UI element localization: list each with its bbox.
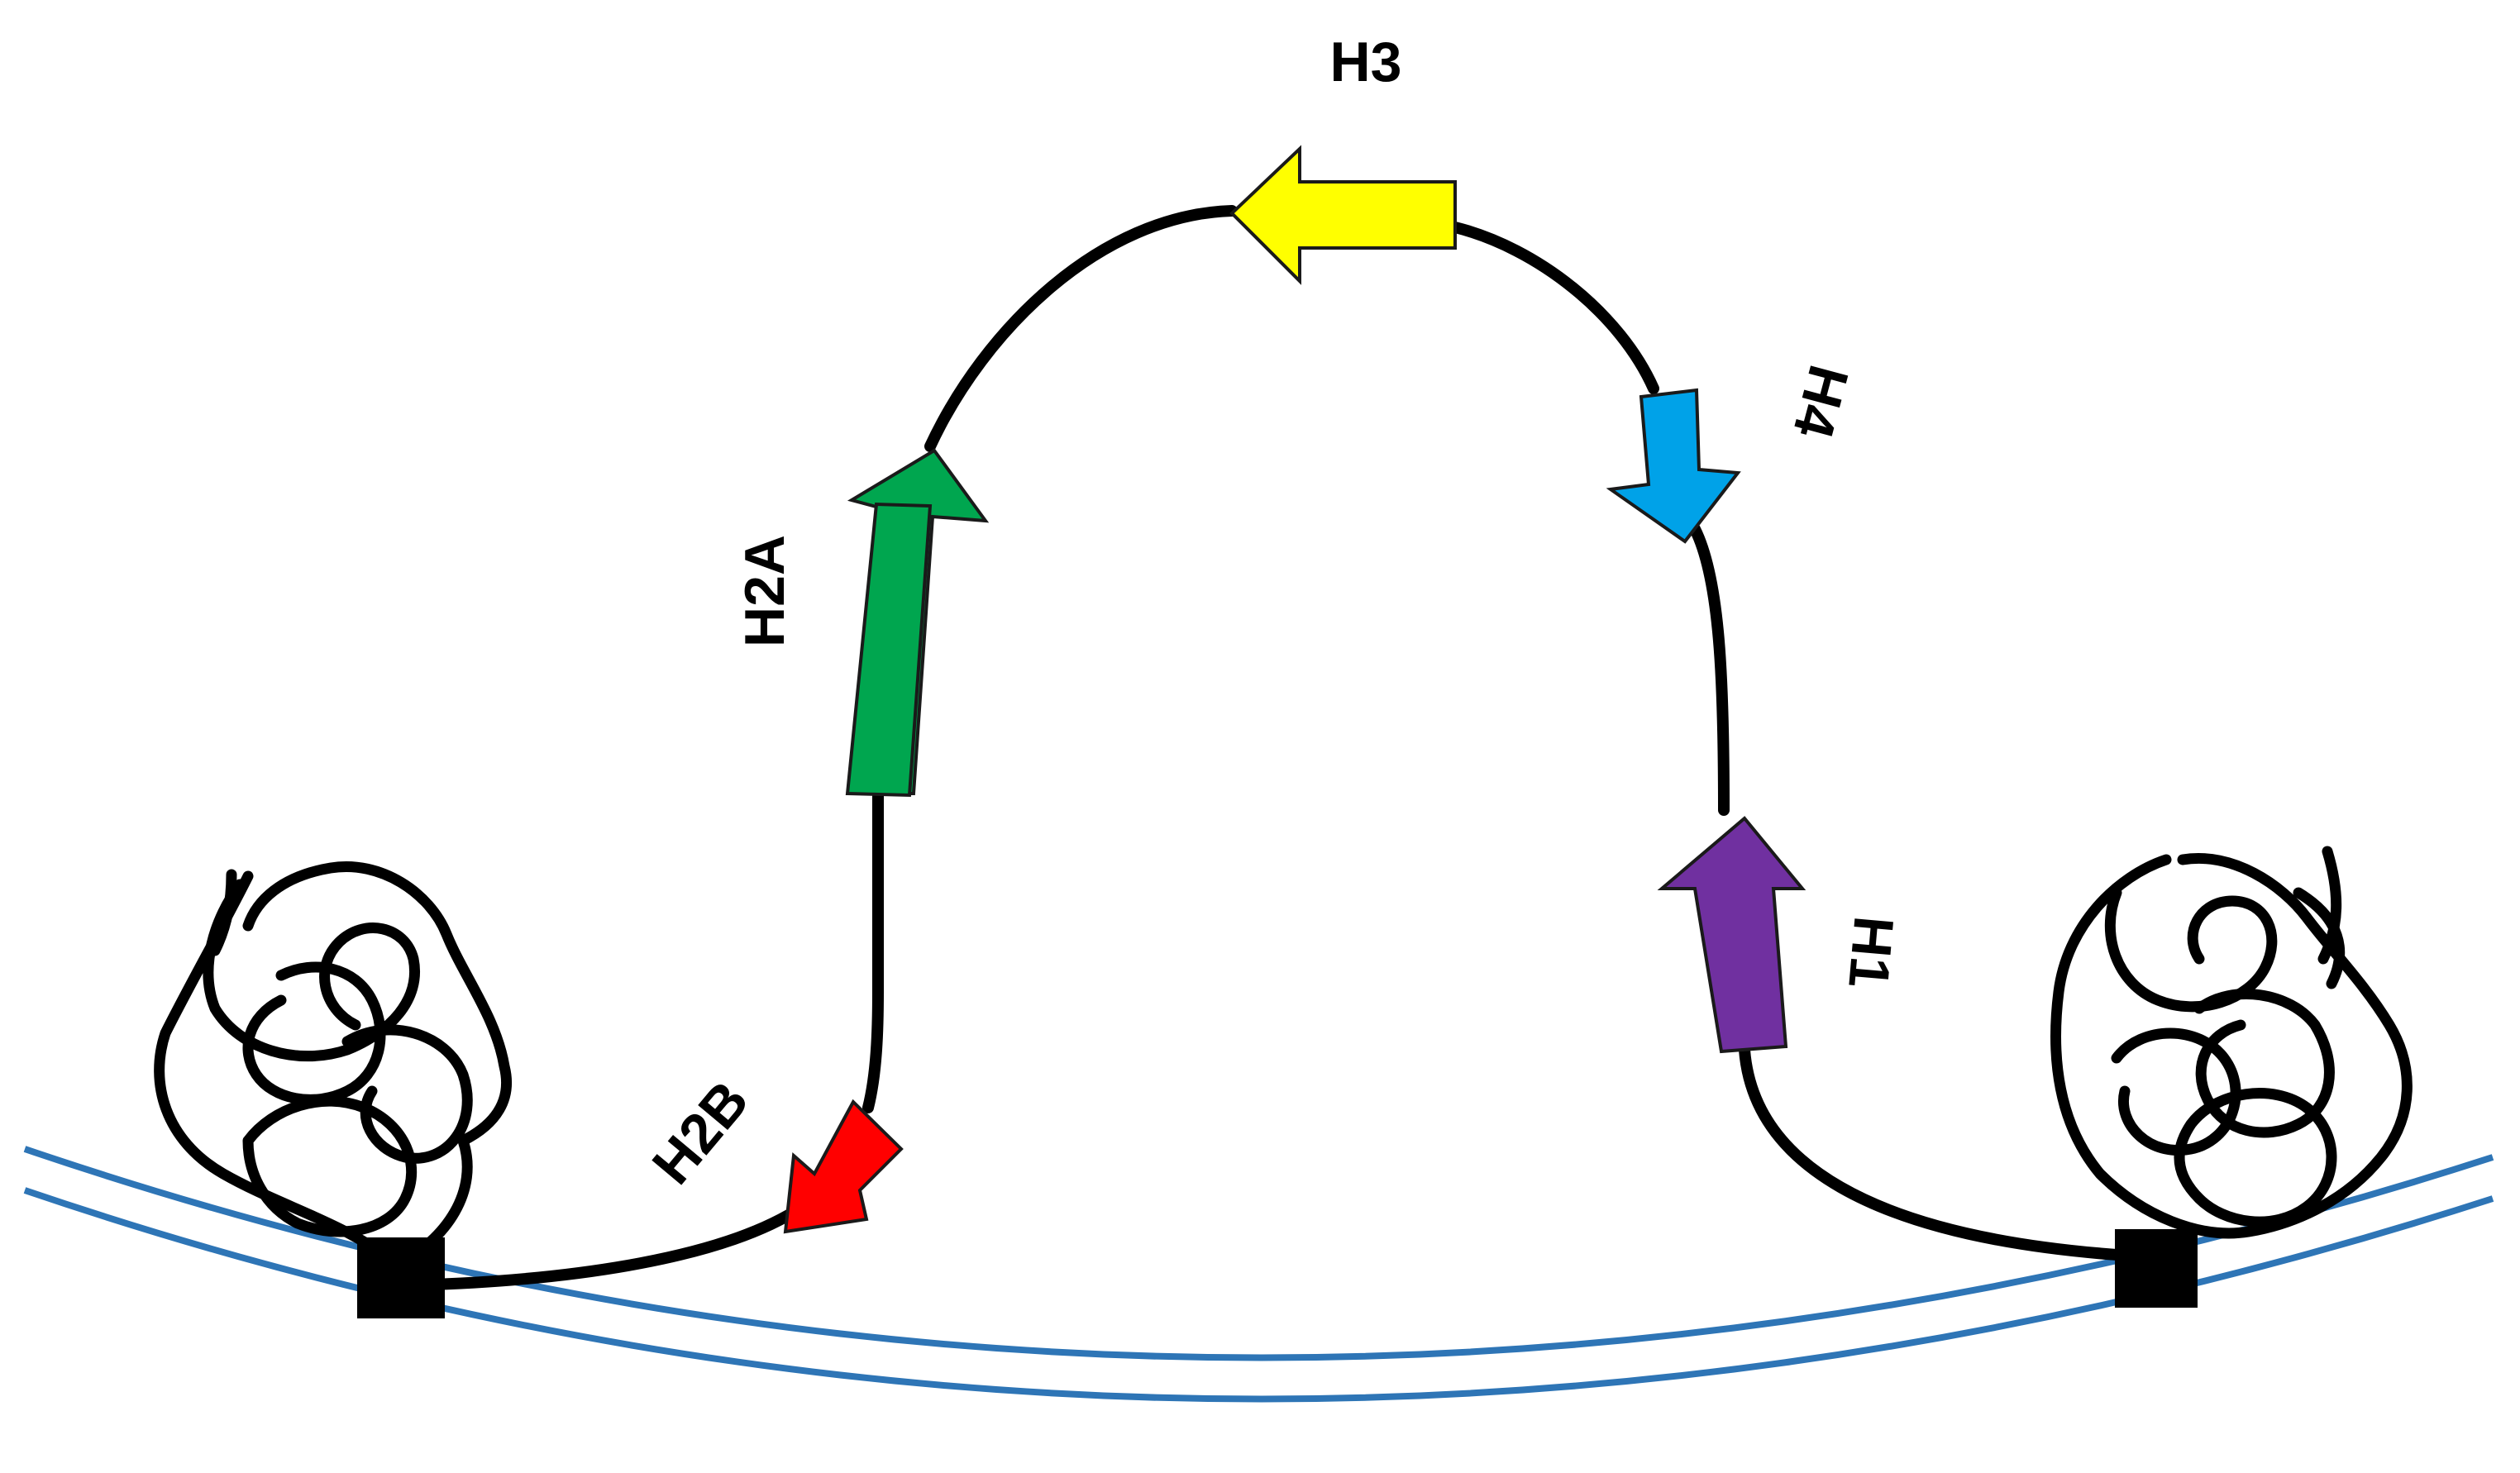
h4-gene-label: H4: [1781, 359, 1860, 445]
right-chromatin-coil: [2050, 846, 2413, 1239]
h3-gene-label: H3: [1330, 31, 1402, 93]
left-coil-tail: [209, 869, 237, 956]
h2b-gene-label: H2B: [641, 1070, 761, 1196]
h2a-gene-label: H2A: [733, 535, 796, 647]
right-coil-strand-inner-a: [2104, 887, 2278, 1013]
dna-loop-segment-right-base: [1739, 1044, 2147, 1262]
left-coil-strand-inner-d: [341, 1024, 473, 1164]
dna-loop-segment-h2b-to-h2a: [862, 779, 884, 1113]
h2b-gene-arrow: [783, 1099, 904, 1234]
dna-loop: [399, 205, 2147, 1291]
dna-loop-segment-left-base: [399, 1201, 808, 1291]
dna-loop-segment-h4-to-h1: [1689, 523, 1730, 816]
h3-gene-arrow: [1229, 145, 1457, 285]
right-coil-strand-inner-b: [2193, 989, 2335, 1138]
h1-gene-label: H1: [1836, 913, 1905, 990]
right-coil-strand-inner-d: [2111, 1027, 2241, 1156]
left-anchor-block: [357, 1237, 445, 1318]
right-coil-tail-b: [2317, 846, 2342, 965]
h2a-gene-arrow-body: [845, 502, 933, 798]
left-coil-strand-inner-c: [242, 1095, 418, 1237]
h4-gene-arrow: [1606, 388, 1741, 544]
right-anchor-block: [2115, 1229, 2198, 1308]
left-coil-strand-inner-b: [242, 961, 386, 1105]
left-coil-strand-outer: [154, 861, 513, 1270]
right-coil-strand-inner-c: [2174, 1088, 2337, 1228]
left-chromatin-coil: [154, 861, 513, 1270]
dna-loop-segment-arch: [924, 205, 1659, 452]
h1-gene-arrow: [1657, 816, 1806, 1054]
left-coil-strand-inner-a: [203, 879, 420, 1062]
